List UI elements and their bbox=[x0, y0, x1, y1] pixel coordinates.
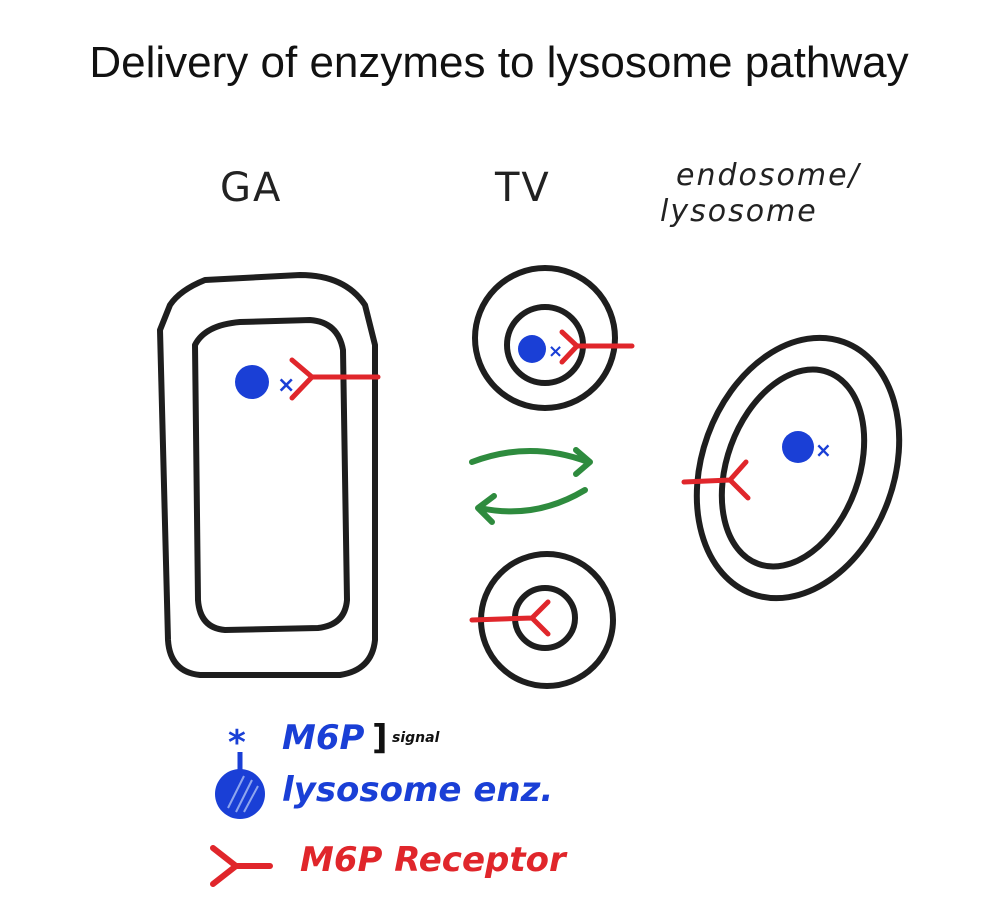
tv-top-enzyme bbox=[518, 335, 546, 363]
endosome-enzyme bbox=[782, 431, 814, 463]
endosome-receptor bbox=[681, 459, 751, 501]
label-lysosome: lysosome bbox=[660, 194, 818, 229]
ga-enzyme bbox=[235, 365, 269, 399]
legend-receptor-label: M6P Receptor bbox=[300, 840, 566, 880]
ga-outer-membrane bbox=[157, 272, 378, 678]
legend-bracket: ] bbox=[372, 718, 388, 758]
tv-top-receptor bbox=[559, 329, 635, 365]
endosome-m6p-mark: × bbox=[815, 438, 832, 462]
legend-m6p-icon: * bbox=[228, 723, 246, 763]
tv-top-m6p-mark: × bbox=[548, 341, 563, 362]
endosome-inner-membrane bbox=[718, 366, 868, 570]
ga-inner-membrane bbox=[192, 317, 350, 633]
diagram-title: Delivery of enzymes to lysosome pathway bbox=[89, 38, 909, 87]
legend-receptor-icon bbox=[210, 845, 273, 887]
legend-signal-label: signal bbox=[392, 730, 440, 746]
legend-enzyme-hatch bbox=[227, 775, 259, 813]
arrow-forward bbox=[469, 447, 593, 477]
tv-top-outer-membrane bbox=[472, 265, 618, 411]
legend-m6p-label: M6P bbox=[282, 718, 365, 758]
ga-m6p-mark: × bbox=[277, 373, 295, 398]
arrow-backward bbox=[475, 487, 588, 525]
tv-bottom-receptor bbox=[469, 599, 551, 637]
label-ga: GA bbox=[220, 165, 283, 211]
legend-enzyme-label: lysosome enz. bbox=[282, 770, 554, 810]
label-endosome: endosome/ bbox=[676, 158, 861, 193]
legend-enzyme-icon bbox=[215, 769, 265, 819]
ga-receptor bbox=[289, 357, 381, 401]
label-tv: TV bbox=[495, 165, 551, 211]
endosome-outer-membrane bbox=[693, 334, 903, 602]
